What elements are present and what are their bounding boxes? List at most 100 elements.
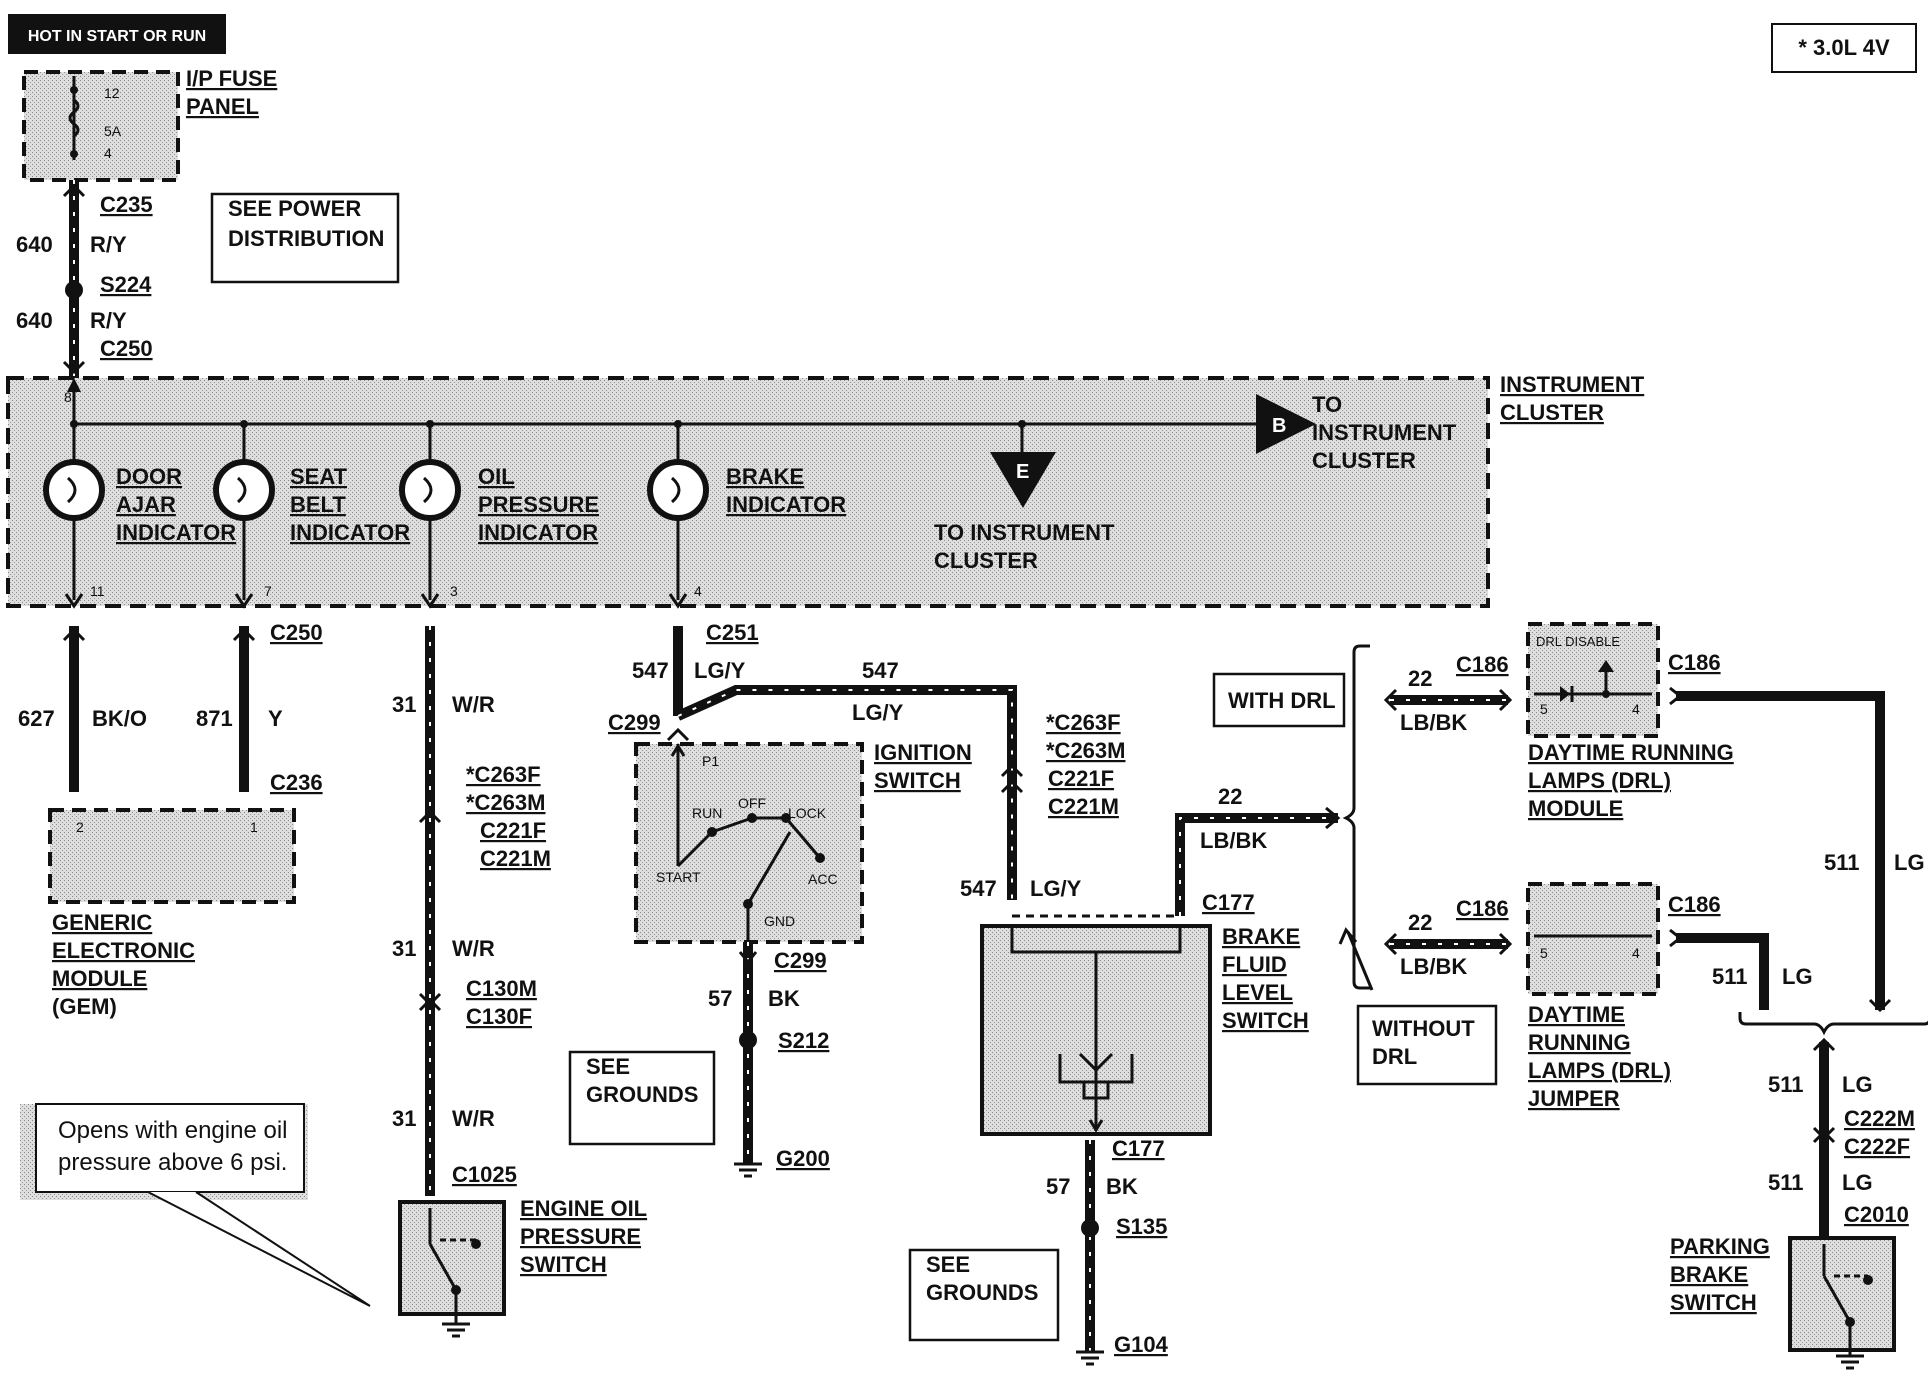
- drl-module-label-1: DAYTIME RUNNING: [1528, 740, 1734, 765]
- oil-conn-1: *C263F: [466, 762, 541, 787]
- color-bk-a: BK: [768, 986, 800, 1011]
- oil-pressure-label-2: PRESSURE: [478, 492, 599, 517]
- engine-variant-note: * 3.0L 4V: [1771, 23, 1917, 73]
- brake-conn-4: C221M: [1048, 794, 1119, 819]
- seat-belt-label-3: INDICATOR: [290, 520, 410, 545]
- fuse-panel-label-2: PANEL: [186, 94, 259, 119]
- brake-fluid-level-switch-box: [980, 924, 1212, 1136]
- s212-label: S212: [778, 1028, 829, 1053]
- svg-text:HOT IN START OR RUN: HOT IN START OR RUN: [28, 28, 206, 45]
- door-ajar-label-2: AJAR: [116, 492, 176, 517]
- drl-module-pin-5: 5: [1540, 701, 1548, 717]
- splice-s224: [65, 281, 83, 299]
- color-wr-b: W/R: [452, 936, 495, 961]
- oil-switch-label-1: ENGINE OIL: [520, 1196, 647, 1221]
- pin-8: 8: [64, 389, 72, 405]
- fuse-icon: [68, 98, 80, 138]
- circuit-57-a: 57: [708, 986, 732, 1011]
- ign-pos-lock: LOCK: [788, 805, 827, 821]
- c250-label-gem: C250: [270, 620, 323, 645]
- brake-indicator-label-1: BRAKE: [726, 464, 804, 489]
- circuit-640-a: 640: [16, 232, 53, 257]
- ignition-switch-label-2: SWITCH: [874, 768, 961, 793]
- engine-oil-pressure-switch: [398, 1200, 506, 1338]
- brake-indicator-label-2: INDICATOR: [726, 492, 846, 517]
- drl-module-label-2: LAMPS (DRL): [1528, 768, 1671, 793]
- c251-label: C251: [706, 620, 759, 645]
- oil-conn-6: C130F: [466, 1004, 532, 1029]
- oil-pressure-label-3: INDICATOR: [478, 520, 598, 545]
- oil-switch-label-2: PRESSURE: [520, 1224, 641, 1249]
- color-lbbk-a: LB/BK: [1400, 710, 1467, 735]
- svg-text:SEE: SEE: [586, 1054, 630, 1079]
- ignition-ground-wire: [734, 942, 762, 1178]
- brake-ground-wire: [1076, 1140, 1104, 1366]
- ign-pos-run: RUN: [692, 805, 722, 821]
- oil-pressure-label-1: OIL: [478, 464, 515, 489]
- oil-wire-31: [418, 626, 442, 1196]
- circuit-627: 627: [18, 706, 55, 731]
- drl-module-box: [1526, 622, 1660, 738]
- svg-text:pressure above 6 psi.: pressure above 6 psi.: [58, 1149, 287, 1176]
- drl-jumper-pin-5: 5: [1540, 945, 1548, 961]
- c186-label-a: C186: [1456, 652, 1509, 677]
- c222f-label: C222F: [1844, 1134, 1910, 1159]
- gem-pin-2: 2: [76, 819, 84, 835]
- hot-in-start-or-run-tag: HOT IN START OR RUN: [8, 14, 226, 54]
- oil-conn-3: C221F: [480, 818, 546, 843]
- parking-brake-label-3: SWITCH: [1670, 1290, 1757, 1315]
- seat-belt-lamp-icon: [213, 459, 275, 521]
- brake-output-wire-22: [1175, 806, 1341, 916]
- ignition-switch-label-1: IGNITION: [874, 740, 972, 765]
- svg-text:E: E: [1016, 461, 1029, 483]
- color-lbbk-b: LB/BK: [1400, 954, 1467, 979]
- drl-module-pin-4: 4: [1632, 701, 1640, 717]
- parking-brake-label-2: BRAKE: [1670, 1262, 1748, 1287]
- see-grounds-box-1: SEE GROUNDS: [568, 1050, 716, 1146]
- circuit-31-c: 31: [392, 1106, 416, 1131]
- svg-text:12: 12: [104, 85, 120, 101]
- color-lg-d: LG: [1842, 1170, 1873, 1195]
- ref-b-label-1: TO: [1312, 392, 1342, 417]
- circuit-871: 871: [196, 706, 233, 731]
- c1025-label: C1025: [452, 1162, 517, 1187]
- circuit-22-a: 22: [1408, 666, 1432, 691]
- see-grounds-box-2: SEE GROUNDS: [908, 1248, 1060, 1342]
- parking-brake-label-1: PARKING: [1670, 1234, 1770, 1259]
- ref-b-label-2: INSTRUMENT: [1312, 420, 1457, 445]
- brake-lamp-icon: [647, 459, 709, 521]
- svg-text:5A: 5A: [104, 123, 122, 139]
- circuit-511-a: 511: [1824, 850, 1860, 875]
- pin-7: 7: [264, 583, 272, 599]
- parking-brake-wire-511: [1812, 1037, 1836, 1236]
- without-drl-box: WITHOUT DRL: [1338, 927, 1498, 1086]
- brake-switch-label-4: SWITCH: [1222, 1008, 1309, 1033]
- brake-switch-label-3: LEVEL: [1222, 980, 1293, 1005]
- svg-text:SEE: SEE: [926, 1252, 970, 1277]
- c177-bottom-label: C177: [1112, 1136, 1165, 1161]
- ign-pos-off: OFF: [738, 795, 766, 811]
- c186-label-d: C186: [1668, 892, 1721, 917]
- drl-jumper-wire-22: [1383, 932, 1513, 956]
- g104-label: G104: [1114, 1332, 1169, 1357]
- color-wr-c: W/R: [452, 1106, 495, 1131]
- pin-4: 4: [694, 583, 702, 599]
- svg-text:SEE POWER: SEE POWER: [228, 196, 361, 221]
- color-lg-c: LG: [1842, 1072, 1873, 1097]
- color-lgy-c: LG/Y: [1030, 876, 1082, 901]
- c235-label: C235: [100, 192, 153, 217]
- c236-label: C236: [270, 770, 323, 795]
- splice-s212: [739, 1031, 757, 1049]
- color-ry-b: R/Y: [90, 308, 127, 333]
- door-ajar-lamp-icon: [43, 459, 105, 521]
- svg-text:B: B: [1272, 415, 1286, 437]
- brake-switch-label-1: BRAKE: [1222, 924, 1300, 949]
- drl-jumper-label-4: JUMPER: [1528, 1086, 1620, 1111]
- ign-pos-start: START: [656, 869, 701, 885]
- drl-bracket: [1342, 644, 1370, 990]
- color-lg-a: LG: [1894, 850, 1925, 875]
- circuit-22-brake: 22: [1218, 784, 1242, 809]
- ref-e-label-2: CLUSTER: [934, 548, 1038, 573]
- c299-bottom-label: C299: [774, 948, 827, 973]
- instrument-cluster-label-2: CLUSTER: [1500, 400, 1604, 425]
